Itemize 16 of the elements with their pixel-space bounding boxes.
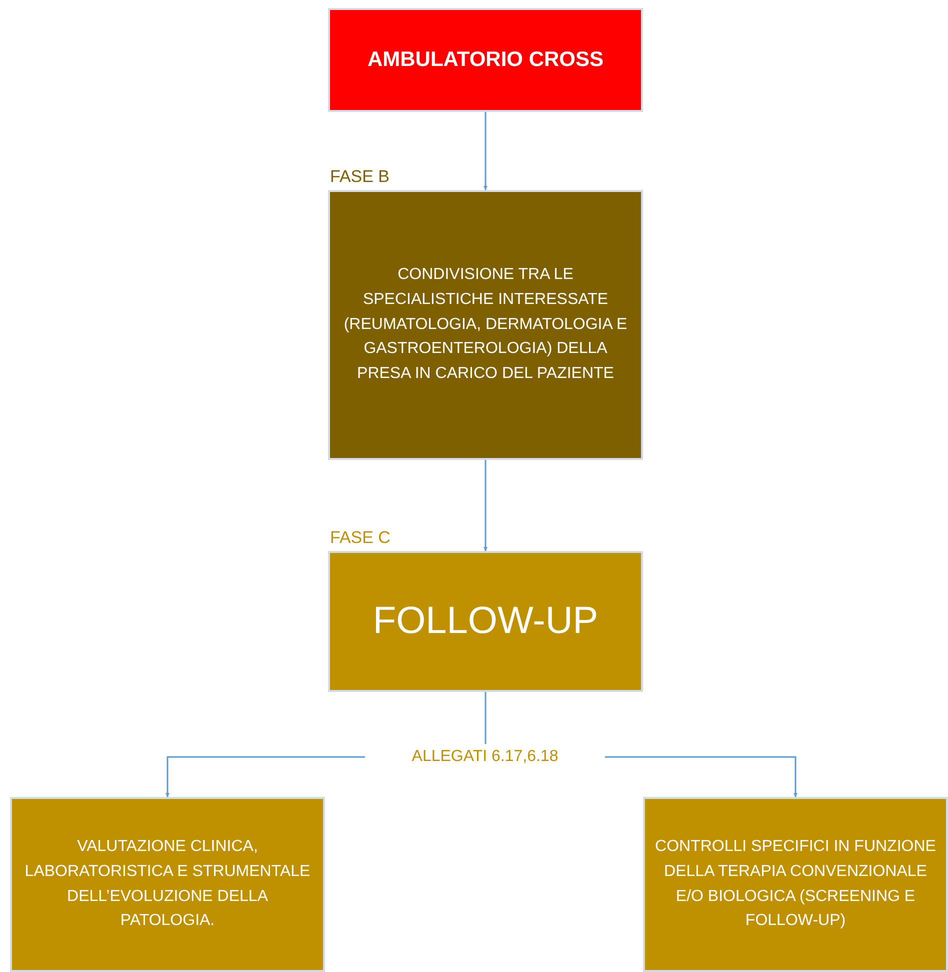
- process-box: [643, 797, 948, 972]
- box-text: CONDIVISIONE TRA LE SPECIALISTICHE INTERESSATE (REUMATOLOGIA, DERMATOLOGIA E GASTROENTEROLOGIA) DELLA PRESA IN CARICO DEL PAZIENTE: [342, 265, 628, 384]
- connector-line: [484, 692, 486, 744]
- phase-heading: FASE B: [330, 167, 390, 187]
- process-box: [328, 8, 643, 112]
- arrow: [166, 756, 365, 797]
- annex-label: ALLEGATI 6.17,6.18: [365, 744, 605, 770]
- arrow: [484, 112, 488, 190]
- box-text: CONTROLLI SPECIFICI IN FUNZIONE DELLA TERAPIA CONVENZIONALE E/O BIOLOGICA (SCREENING E FOLLOW-UP): [654, 836, 937, 932]
- process-box: [10, 797, 325, 972]
- arrow: [605, 756, 798, 797]
- phase-heading: FASE C: [330, 528, 390, 548]
- arrow: [484, 460, 488, 551]
- box-text: FOLLOW-UP: [372, 598, 600, 644]
- box-text: VALUTAZIONE CLINICA, LABORATORISTICA E STRUMENTALE DELL’EVOLUZIONE DELLA PATOLOGIA.: [24, 836, 312, 932]
- box-text: AMBULATORIO CROSS: [366, 46, 605, 73]
